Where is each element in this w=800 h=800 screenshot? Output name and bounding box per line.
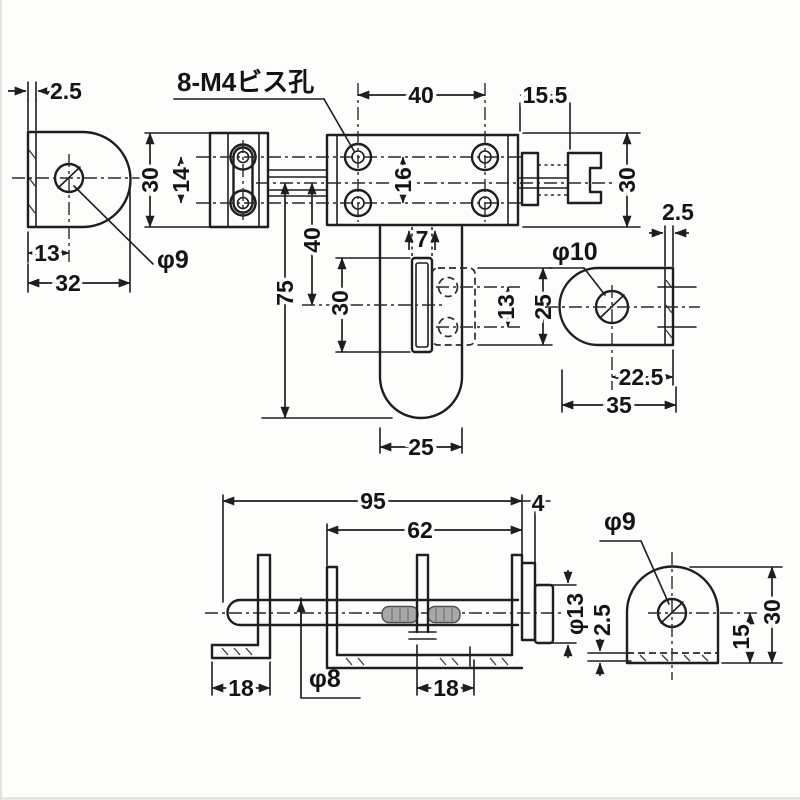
hasp-hidden-hole (437, 276, 459, 298)
bolt-handle-pin (408, 553, 437, 640)
view-main-body: 8-M4ビス孔 40 15.5 16 30 (173, 64, 644, 228)
dim-front-left-hole-offset: 13 (34, 240, 60, 266)
dim-end-plate-hole-dia: φ9 (604, 508, 636, 536)
dim-front-left-hole-dia: φ9 (157, 246, 189, 274)
dim-front-left-thickness: 2.5 (50, 78, 82, 104)
dim-main-hole-pitch-h: 40 (408, 82, 434, 108)
dim-right-keeper-hole-dia: φ10 (552, 238, 598, 266)
dim-side-collar-dia: φ13 (562, 593, 588, 635)
dim-hasp-length: 75 (272, 280, 298, 306)
front-left-plate-outline (26, 130, 132, 229)
dim-end-plate-height: 30 (759, 599, 785, 625)
dim-side-plate-thickness: 4 (532, 490, 545, 516)
dim-side-left-foot: 18 (228, 675, 254, 701)
dim-keeper-height: 30 (137, 167, 163, 193)
end-plate-side (520, 561, 555, 645)
hasp-hidden-plate (431, 267, 476, 346)
dim-side-body-length: 62 (407, 517, 433, 543)
view-hasp: 7 40 75 30 13 25 25 (261, 182, 560, 464)
dim-front-left-width: 32 (55, 270, 81, 296)
keeper-plate-outline (208, 131, 270, 229)
main-body-screw-holes (343, 142, 500, 218)
dim-main-height: 30 (614, 167, 640, 193)
bolt-knob-top-view (517, 151, 603, 207)
view-right-keeper-plate: 2.5 φ10 22.5 35 (545, 196, 700, 422)
dim-main-knob-offset: 15.5 (523, 82, 568, 108)
left-angle-bracket (210, 553, 272, 660)
dim-side-plate-bottom-thickness: 2.5 (589, 604, 615, 636)
view-front-left-plate: 2.5 13 32 φ9 (8, 75, 192, 300)
view-end-plate: φ9 15 30 (599, 505, 789, 680)
note-screw-holes: 8-M4ビス孔 (177, 67, 314, 97)
dim-hasp-width: 25 (408, 434, 434, 460)
dim-side-overall-length: 95 (360, 488, 386, 514)
view-side: 95 4 62 (205, 485, 632, 705)
bolt-rod-top-view (267, 169, 328, 197)
dim-right-keeper-width: 35 (606, 392, 632, 418)
end-plate-outline (625, 565, 720, 665)
hasp-hidden-hole (437, 316, 459, 338)
dim-hasp-hole-pitch: 13 (493, 294, 519, 320)
dim-hasp-axis-offset: 40 (299, 227, 325, 253)
main-body-outline (325, 133, 520, 227)
dim-side-right-foot: 18 (433, 675, 459, 701)
dim-right-keeper-hole-offset: 22.5 (619, 364, 664, 390)
dim-hasp-slot-width: 7 (416, 226, 429, 252)
hasp-outline (378, 223, 464, 420)
knurled-knob (381, 605, 461, 624)
dim-hasp-slot-length: 30 (327, 290, 353, 316)
right-keeper-outline (558, 266, 675, 347)
dim-main-hole-pitch-v: 16 (390, 167, 416, 193)
view-keeper-plate: 30 14 (134, 131, 270, 229)
latch-body-side (325, 553, 524, 670)
dim-keeper-hole-pitch: 14 (168, 167, 194, 193)
dim-right-keeper-thickness: 2.5 (662, 199, 694, 225)
dim-end-plate-hole-height: 15 (728, 624, 754, 650)
